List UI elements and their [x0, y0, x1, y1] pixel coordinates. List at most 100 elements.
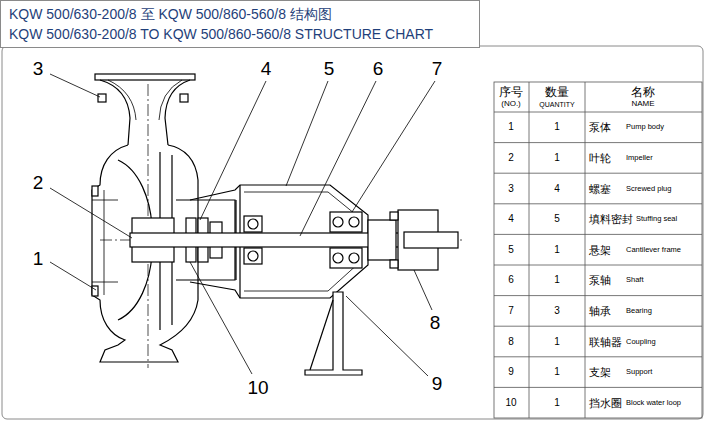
outer-frame [2, 46, 703, 419]
callout-number: 6 [371, 59, 386, 78]
part-name-en: Pump body [626, 124, 664, 132]
callout-number: 10 [245, 378, 270, 397]
table-number: 4 [508, 214, 514, 224]
bearing [244, 248, 262, 264]
table-number: 10 [505, 398, 516, 408]
table-quantity: 5 [554, 214, 560, 224]
discharge-flange [95, 74, 195, 80]
part-name-cn: 轴承 [589, 305, 611, 316]
table-header: (NO.) [501, 100, 521, 108]
part-name-cn: 叶轮 [589, 152, 611, 163]
table-header: QUANTITY [539, 101, 574, 108]
screwed-plug [98, 94, 106, 102]
table-quantity: 1 [554, 337, 560, 347]
table-number: 9 [508, 367, 514, 377]
part-name-cn: 螺塞 [589, 183, 611, 194]
part-name-cn: 挡水圈 [589, 397, 622, 408]
leader-line [346, 296, 428, 376]
table-border [494, 82, 702, 418]
part-name-cn: 联轴器 [589, 336, 622, 347]
callout-number: 8 [428, 313, 443, 332]
ball [333, 253, 343, 263]
coupling-bolt [390, 260, 398, 268]
suction-nozzle [92, 190, 118, 295]
part-name-en: Cantilever frame [626, 246, 681, 254]
support [305, 292, 362, 375]
part-name-en: Impeller [626, 154, 653, 162]
ball [248, 251, 258, 261]
callout-number: 2 [31, 173, 46, 192]
callout-number: 5 [322, 59, 337, 78]
table-number: 8 [508, 337, 514, 347]
part-name-cn: 填料密封 [589, 214, 633, 225]
callout-number: 7 [430, 59, 445, 78]
table-quantity: 1 [554, 122, 560, 132]
table-header: NAME [631, 100, 654, 108]
leader-lines [50, 74, 435, 376]
table-quantity: 3 [554, 306, 560, 316]
discharge-inner [108, 80, 182, 120]
table-number: 2 [508, 153, 514, 163]
bearing [244, 216, 262, 232]
table-rule [494, 265, 702, 266]
leader-line [286, 81, 328, 186]
leader-line [50, 188, 132, 238]
part-name-cn: 支架 [589, 367, 611, 378]
ball [349, 253, 359, 263]
table-quantity: 1 [554, 398, 560, 408]
ball [349, 217, 359, 227]
part-name-cn: 泵体 [589, 122, 611, 133]
leader-line [50, 74, 100, 97]
discharge-wall [100, 80, 130, 145]
leader-line [300, 81, 376, 236]
screwed-plug [92, 186, 98, 196]
callout-number: 1 [31, 249, 46, 268]
table-quantity: 1 [554, 367, 560, 377]
table-rule [494, 173, 702, 174]
title-text: KQW 500/630-200/8 至 KQW 500/860-560/8 结构… [1, 7, 479, 21]
leader-line [414, 270, 432, 310]
table-rule [494, 142, 702, 143]
table-rule [494, 112, 702, 113]
discharge-wall [165, 80, 190, 145]
support-gusset [310, 300, 333, 370]
pump-body [92, 145, 198, 362]
ball [248, 219, 258, 229]
part-name-en: Shaft [626, 277, 644, 285]
part-name-cn: 泵轴 [589, 275, 611, 286]
table-rule [494, 356, 702, 357]
motor-shaft-end [404, 232, 458, 248]
table-rule [494, 326, 702, 327]
table-header: 名称 [631, 86, 655, 98]
ball [333, 217, 343, 227]
callout-number: 4 [259, 59, 274, 78]
table-header: 序号 [499, 86, 523, 98]
leader-line [190, 262, 252, 374]
table-header: 数量 [545, 86, 569, 98]
callout-number: 9 [430, 374, 445, 393]
table-number: 3 [508, 184, 514, 194]
screwed-plug [180, 94, 188, 102]
table-rule [494, 203, 702, 204]
table-quantity: 1 [554, 245, 560, 255]
bearing [330, 212, 362, 232]
table-quantity: 4 [554, 184, 560, 194]
bearing [330, 248, 362, 268]
table-rule [494, 234, 702, 235]
coupling-bolt [390, 212, 398, 220]
table-rule [529, 82, 530, 418]
title-box: KQW 500/630-200/8 至 KQW 500/860-560/8 结构… [0, 0, 480, 48]
part-name-en: Block water loop [626, 399, 681, 407]
table-rule [585, 82, 586, 418]
part-name-en: Support [626, 368, 652, 376]
part-name-cn: 悬架 [589, 244, 611, 255]
part-name-en: Bearing [626, 307, 652, 315]
leader-line [352, 81, 435, 212]
part-name-en: Stuffing seal [636, 215, 677, 223]
callout-number: 3 [31, 59, 46, 78]
table-number: 5 [508, 245, 514, 255]
table-rule [494, 387, 702, 388]
table-number: 1 [508, 122, 514, 132]
